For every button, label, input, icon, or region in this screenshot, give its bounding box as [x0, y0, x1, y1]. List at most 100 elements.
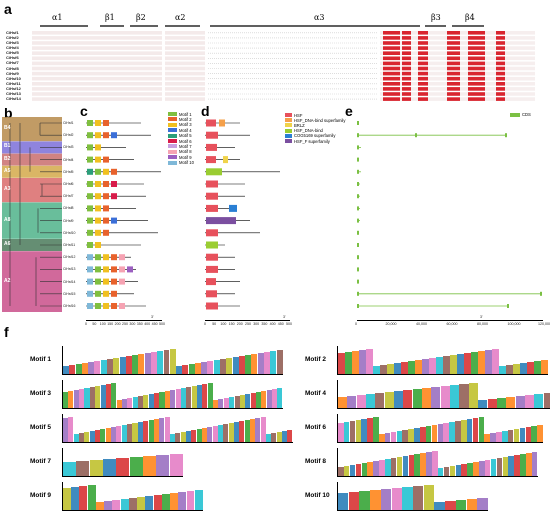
- domain-legend-swatch: [285, 139, 292, 143]
- domain-legend-label: BRLZ: [294, 122, 305, 128]
- logo-letter: [213, 360, 220, 374]
- logo-letter: [380, 365, 387, 374]
- alignment-block: [165, 51, 205, 55]
- logo-letter: [132, 423, 138, 442]
- logo-letter: [422, 388, 432, 408]
- logo-letter: [89, 460, 103, 476]
- logo-letter: [477, 498, 488, 510]
- logo-letter: [282, 431, 288, 442]
- motif-box: [95, 278, 101, 285]
- motif-box: [119, 303, 125, 309]
- gene-label: CiHsf1: [63, 121, 74, 125]
- clade-label: A5: [4, 167, 11, 174]
- axis-d-tick: 400: [269, 322, 276, 326]
- logo-letter: [169, 349, 176, 374]
- logo-letter: [373, 417, 379, 442]
- logo-letter: [420, 427, 426, 442]
- clade-label: B1: [4, 143, 11, 150]
- conserved-column: [496, 66, 505, 71]
- logo-letter: [100, 385, 106, 408]
- logo-letter: [338, 423, 344, 442]
- logo-letter: [429, 358, 436, 374]
- logo-letter: [506, 397, 516, 408]
- logo-letter: [355, 464, 362, 476]
- logo-letter: [277, 388, 283, 408]
- conserved-column: [496, 51, 505, 55]
- motif-box: [87, 168, 93, 175]
- axis-e-line: [357, 320, 543, 321]
- motif-logo-label: Motif 7: [30, 458, 51, 465]
- logo-letter: [420, 453, 426, 476]
- conserved-column: [402, 87, 411, 91]
- motif-box: [111, 254, 117, 261]
- logo-letter: [338, 353, 345, 374]
- motif-box: [103, 132, 109, 139]
- alignment-block: [165, 46, 205, 50]
- axis-e-tick: 40,000: [416, 322, 427, 326]
- logo-letter: [534, 361, 541, 374]
- logo-letter: [143, 395, 149, 408]
- logo-letter: [157, 351, 164, 374]
- logo-letter: [349, 421, 356, 442]
- motif-box: [103, 205, 109, 212]
- logo-letter: [245, 355, 252, 374]
- logo-letter: [87, 485, 96, 510]
- axis-e-tick: 60,000: [446, 322, 458, 326]
- cds-box: [357, 279, 359, 284]
- logo-letter: [63, 488, 71, 510]
- logo-letter: [68, 417, 74, 442]
- logo-letter: [63, 366, 69, 374]
- motif-box: [119, 266, 125, 273]
- logo-letter: [349, 465, 356, 476]
- domain-architecture-chart: [205, 119, 280, 310]
- cds-legend-label: CDS: [522, 112, 531, 117]
- motif-logo-label: Motif 2: [305, 356, 326, 363]
- logo-letter: [449, 422, 455, 442]
- logo-letter: [401, 362, 408, 374]
- logo-letter: [84, 388, 90, 408]
- logo-letter: [207, 383, 213, 408]
- logo-letter: [100, 429, 106, 442]
- cds-box: [357, 304, 359, 308]
- conserved-column: [418, 31, 428, 35]
- motif-box: [87, 242, 93, 248]
- motif-box: [111, 266, 117, 273]
- logo-letter: [79, 389, 85, 408]
- cds-box: [505, 133, 507, 138]
- conserved-column: [468, 66, 485, 71]
- gene-label: CiHsf8: [63, 206, 74, 211]
- logo-letter: [69, 365, 76, 374]
- clade-label: B2: [4, 155, 11, 162]
- motif-legend-label: Motif 5: [179, 133, 192, 139]
- logo-letter: [485, 350, 492, 374]
- alignment-block: [32, 71, 162, 76]
- sequence-name: CiHsf14: [6, 96, 21, 102]
- conserved-column: [447, 87, 460, 91]
- logo-letter: [229, 397, 235, 408]
- conserved-column: [418, 71, 428, 76]
- conserved-column: [418, 56, 428, 61]
- logo-letter: [437, 468, 444, 476]
- motif-logo-label: Motif 9: [30, 492, 51, 499]
- cds-box: [357, 206, 359, 211]
- logo-letter: [145, 496, 154, 510]
- sequence-name: CiHsf2: [6, 34, 19, 40]
- panel-label-a: a: [4, 1, 12, 17]
- logo-letter: [287, 430, 293, 442]
- logo-letter: [384, 433, 391, 442]
- logo-letter: [352, 351, 359, 374]
- domain-box: [206, 180, 218, 188]
- logo-letter: [466, 499, 478, 510]
- alignment-block: [165, 36, 205, 40]
- logo-letter: [111, 383, 117, 408]
- logo-letter: [513, 429, 520, 442]
- motif-box: [103, 278, 109, 285]
- logo-letter: [366, 394, 376, 408]
- motif-box: [87, 303, 93, 309]
- logo-letter: [479, 461, 485, 476]
- logo-letter: [255, 392, 261, 408]
- gene-label: CiHsf6: [63, 182, 74, 186]
- sequence-name: CiHsf8: [6, 65, 19, 71]
- motif-box: [87, 144, 93, 151]
- sequence-name: CiHsf13: [6, 91, 21, 96]
